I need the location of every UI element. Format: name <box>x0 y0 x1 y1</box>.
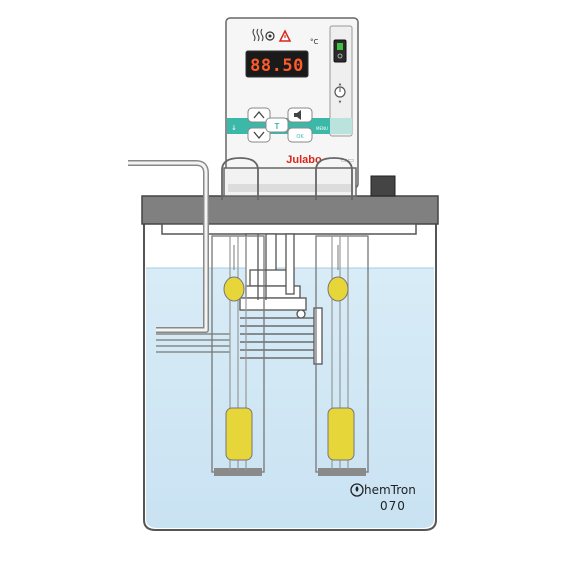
temp-key-label: T <box>275 122 280 131</box>
ok-key[interactable] <box>287 127 313 143</box>
up-key[interactable] <box>247 107 271 123</box>
ok-label: OK <box>296 134 304 140</box>
inlet-pipe-outline <box>128 161 208 332</box>
temperature-display: 88.50 <box>245 50 309 78</box>
menu-label: MENU <box>316 126 328 131</box>
heater-icon <box>252 28 264 42</box>
pump-icon <box>265 31 275 41</box>
bath-lid <box>141 195 439 225</box>
setpoint-knob-icon[interactable]: ▲ ▼ <box>334 82 346 104</box>
svg-text:hemTron: hemTron <box>364 483 416 497</box>
water-fill <box>146 268 434 528</box>
svg-text:88.50: 88.50 <box>250 56 304 76</box>
bath-vessel <box>143 221 437 531</box>
pump-assembly <box>239 233 323 365</box>
temp-key[interactable] <box>265 117 289 133</box>
brand-label: Julabo <box>286 154 322 166</box>
svg-text:↓: ↓ <box>231 124 237 132</box>
heating-coil <box>156 333 230 353</box>
viscometer-hangers <box>221 157 353 200</box>
svg-text:070: 070 <box>380 499 406 513</box>
chemtron-logo: hemTron 070 <box>350 483 416 513</box>
viscometer-right <box>315 235 369 476</box>
unit-label: °C <box>310 38 319 46</box>
warning-icon <box>278 29 292 42</box>
lid-knob <box>370 175 396 197</box>
logo-c-icon <box>350 483 364 497</box>
mute-icon <box>294 110 301 120</box>
viscometer-left <box>211 235 265 476</box>
down-arrow-icon <box>253 131 265 140</box>
down-key[interactable] <box>247 127 271 143</box>
power-switch-icon[interactable] <box>333 39 347 63</box>
keypad: T OK MENU ↓ <box>231 107 328 143</box>
up-arrow-icon <box>253 110 265 119</box>
svg-text:▲: ▲ <box>339 82 342 86</box>
support-bar <box>161 223 417 235</box>
svg-text:▼: ▼ <box>339 100 342 104</box>
